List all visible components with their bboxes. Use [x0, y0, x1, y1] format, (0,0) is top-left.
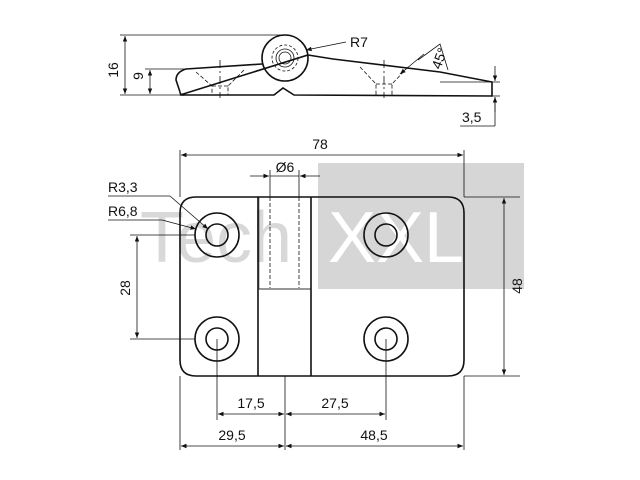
dim-right-leaf-width: 48,5 [360, 427, 387, 443]
dim-counterbore-radius: R6,8 [108, 203, 138, 219]
dim-thickness: 3,5 [462, 109, 482, 125]
dim-right-hole-offset: 27,5 [321, 395, 348, 411]
watermark-tech: Tech [140, 198, 292, 278]
knuckle-circle [261, 34, 309, 82]
dim-height-leaf: 9 [130, 72, 146, 80]
dim-knuckle-radius: R7 [350, 34, 368, 50]
watermark: Tech XXL [140, 163, 524, 289]
dim-left-hole-offset: 17,5 [237, 395, 264, 411]
dim-width-total: 78 [312, 136, 328, 152]
dim-height-total: 16 [105, 62, 121, 78]
side-view: 16 9 R7 45° 3,5 [105, 34, 500, 127]
top-view-outline [179, 196, 465, 377]
dim-hole-radius: R3,3 [108, 179, 138, 195]
top-view: 78 Ø6 R3,3 R6,8 48 28 17, [108, 136, 525, 450]
dim-pin-diameter: Ø6 [276, 159, 295, 175]
dim-left-leaf-width: 29,5 [218, 427, 245, 443]
hole-top-right [363, 212, 409, 258]
dim-hole-spacing-vertical: 28 [117, 280, 133, 296]
dim-angle: 45° [428, 46, 450, 71]
dim-height-total-top: 48 [509, 278, 525, 294]
